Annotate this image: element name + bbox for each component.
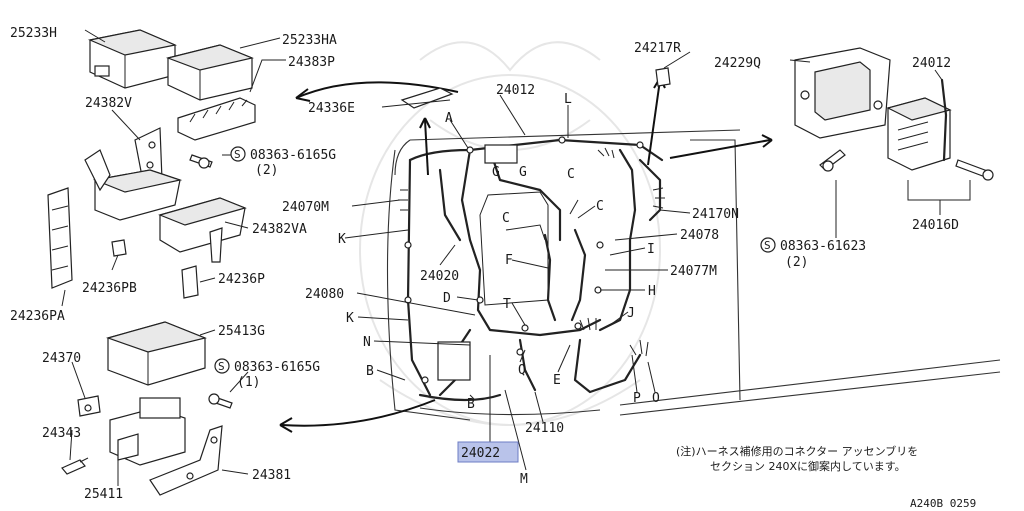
label-24336E[interactable]: 24336E [308,101,355,116]
label-25233HA[interactable]: 25233HA [282,33,337,48]
label-I[interactable]: I [647,242,655,257]
label-J[interactable]: J [627,306,635,321]
label-25413G[interactable]: 25413G [218,324,265,339]
label-C-2[interactable]: C [502,211,510,226]
wiring-harness [398,136,665,402]
label-24016D[interactable]: 24016D [912,218,959,233]
label-H[interactable]: H [648,284,656,299]
label-D[interactable]: D [443,291,451,306]
label-24012-cable[interactable]: 24012 [912,56,951,71]
label-24070M[interactable]: 24070M [282,200,329,215]
bolt-symbol-1 [230,146,246,162]
label-A[interactable]: A [445,111,453,126]
label-24078[interactable]: 24078 [680,228,719,243]
svg-text:S: S [218,360,225,373]
label-bolt-qty-2b: (2) [785,255,808,270]
label-24370[interactable]: 24370 [42,351,81,366]
label-bolt-qty-2a: (2) [255,163,278,178]
component-drawings-right [400,47,994,181]
svg-text:S: S [234,148,241,161]
label-C-1[interactable]: C [567,167,575,182]
label-24383P[interactable]: 24383P [288,55,335,70]
bolt-symbol-2 [760,237,776,253]
label-B-2[interactable]: B [467,397,475,412]
svg-text:S: S [764,239,771,252]
label-bolt-08363-61623[interactable]: 08363-61623 [780,239,866,254]
label-C-3[interactable]: C [596,199,604,214]
label-24012-main[interactable]: 24012 [496,83,535,98]
label-E[interactable]: E [553,373,561,388]
engine-bay-outline [386,129,1001,421]
label-L[interactable]: L [564,92,572,107]
selected-part-highlight [457,441,519,463]
label-K-1[interactable]: K [338,232,346,247]
label-24022[interactable]: 24022 [461,446,500,461]
diagram-reference-code: A240B 0259 [910,497,976,510]
label-24236PB[interactable]: 24236PB [82,281,137,296]
label-25233H[interactable]: 25233H [10,26,57,41]
label-24343[interactable]: 24343 [42,426,81,441]
label-24236P[interactable]: 24236P [218,272,265,287]
component-drawings-left [47,29,256,496]
label-24382V[interactable]: 24382V [85,96,132,111]
label-B-1[interactable]: B [366,364,374,379]
label-24080[interactable]: 24080 [305,287,344,302]
label-24382VA[interactable]: 24382VA [252,222,307,237]
label-24236PA[interactable]: 24236PA [10,309,65,324]
bolt-symbol-3 [214,358,230,374]
label-M[interactable]: M [520,472,528,487]
label-24077M[interactable]: 24077M [670,264,717,279]
label-24381[interactable]: 24381 [252,468,291,483]
label-O[interactable]: O [652,391,660,406]
label-F[interactable]: F [505,253,513,268]
label-G-1[interactable]: G [492,165,500,180]
label-K-2[interactable]: K [346,311,354,326]
label-P[interactable]: P [633,391,641,406]
label-25411[interactable]: 25411 [84,487,123,502]
service-note-line2: セクション 240Xに御案内しています。 [710,459,906,473]
label-24229Q[interactable]: 24229Q [714,56,761,71]
label-T[interactable]: T [503,297,511,312]
label-24170N[interactable]: 24170N [692,207,739,222]
label-bolt-qty-1: (1) [237,375,260,390]
label-Q[interactable]: Q [518,363,526,378]
label-bolt-08363-6165G-b[interactable]: 08363-6165G [234,360,320,375]
service-note-line1: (注)ハーネス補修用のコネクター アッセンブリを [676,444,918,458]
label-G-2[interactable]: G [519,165,527,180]
label-bolt-08363-6165G-a[interactable]: 08363-6165G [250,148,336,163]
label-24020[interactable]: 24020 [420,269,459,284]
direction-arrows [279,77,773,433]
label-N[interactable]: N [363,335,371,350]
leader-lines [61,29,971,486]
label-24217R[interactable]: 24217R [634,41,681,56]
part-labels: 25233H 25233HA 24383P 24382V 24336E 2401… [10,26,959,502]
label-24110[interactable]: 24110 [525,421,564,436]
